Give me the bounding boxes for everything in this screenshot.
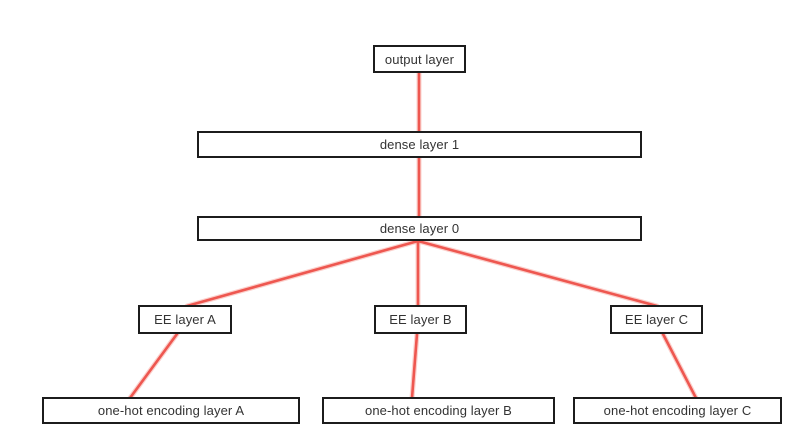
node-one-hot-encoding-layer-b-label: one-hot encoding layer B — [365, 403, 512, 418]
edge-eeB-to-onehotB — [410, 332, 419, 400]
edge-eeC-to-onehotC — [661, 332, 698, 400]
node-ee-layer-c: EE layer C — [610, 305, 703, 334]
node-ee-layer-b: EE layer B — [374, 305, 467, 334]
node-ee-layer-c-label: EE layer C — [624, 312, 689, 327]
node-output-layer: output layer — [373, 45, 466, 73]
node-dense-layer-1-label: dense layer 1 — [379, 137, 460, 152]
node-one-hot-encoding-layer-c-label: one-hot encoding layer C — [603, 403, 752, 418]
node-dense-layer-0: dense layer 0 — [197, 216, 642, 241]
node-dense-layer-1: dense layer 1 — [197, 131, 642, 158]
node-one-hot-encoding-layer-b: one-hot encoding layer B — [322, 397, 555, 424]
node-output-layer-label: output layer — [384, 51, 455, 67]
edge-dense0-to-eeC — [416, 239, 659, 308]
edge-dense0-to-eeA — [185, 239, 420, 308]
node-one-hot-encoding-layer-a-label: one-hot encoding layer A — [97, 403, 245, 418]
node-dense-layer-0-label: dense layer 0 — [379, 221, 460, 236]
node-ee-layer-b-label: EE layer B — [389, 312, 452, 327]
edge-eeA-to-onehotA — [128, 332, 179, 400]
node-one-hot-encoding-layer-a: one-hot encoding layer A — [42, 397, 300, 424]
node-ee-layer-a: EE layer A — [138, 305, 232, 334]
node-one-hot-encoding-layer-c: one-hot encoding layer C — [573, 397, 782, 424]
node-ee-layer-a-label: EE layer A — [154, 312, 216, 327]
